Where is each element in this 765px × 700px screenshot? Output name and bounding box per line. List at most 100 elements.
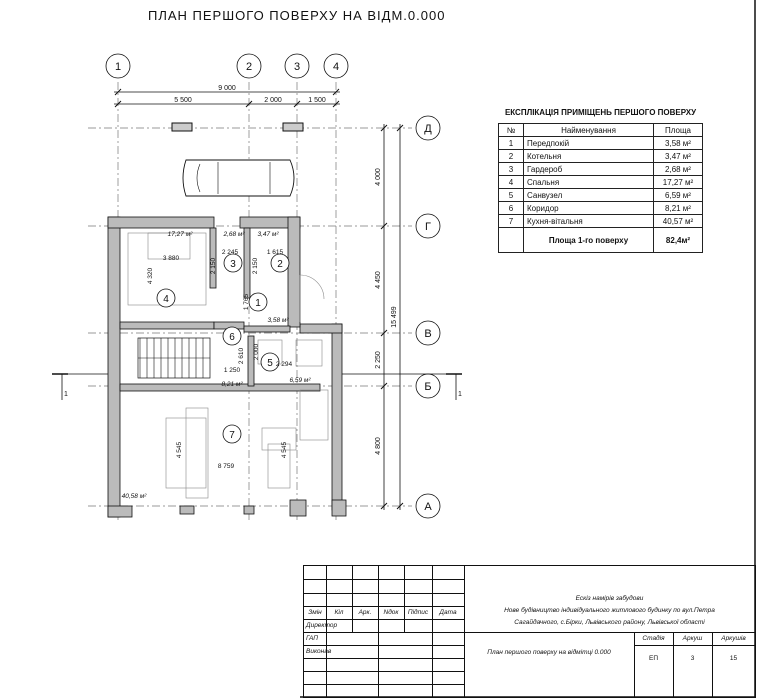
axis-label-horizontal: Б <box>424 381 431 393</box>
row-area: 2,68 м² <box>653 162 703 176</box>
role-performer: Виконав <box>306 648 332 655</box>
room-marker <box>270 253 290 273</box>
room-marker <box>222 424 242 444</box>
stage-label: Стадія <box>642 635 665 642</box>
inner-dimension: 2 245 <box>222 249 239 256</box>
inner-dimension: 2 610 <box>238 347 245 364</box>
row-name: Санвузел <box>523 188 654 202</box>
inner-dimension: 3 880 <box>163 255 180 262</box>
room-number: 1 <box>255 298 261 309</box>
col-header-sign: Підпис <box>407 609 429 616</box>
room-marker <box>248 292 268 312</box>
axis-label-vertical: 4 <box>333 61 339 73</box>
dim-top-part: 1 500 <box>308 97 326 104</box>
dim-top-part: 2 000 <box>264 97 282 104</box>
project-line-2: Нове будівництво індивідуального житлово… <box>504 606 715 614</box>
axis-label-vertical: 2 <box>246 61 252 73</box>
room-marker <box>222 326 242 346</box>
row-area: 3,47 м² <box>653 149 703 163</box>
sheet-label: Аркуш <box>682 635 703 642</box>
explication-table: ЕКСПЛІКАЦІЯ ПРИМІЩЕНЬ ПЕРШОГО ПОВЕРХУ № … <box>498 108 703 253</box>
row-name: Коридор <box>523 201 654 215</box>
col-header-changes: Змін <box>308 609 322 616</box>
dim-top-total: 9 000 <box>218 85 236 92</box>
section-mark-right: 1 <box>458 391 462 398</box>
row-name: Котельня <box>523 149 654 163</box>
row-area: 6,59 м² <box>653 188 703 202</box>
room-number: 7 <box>229 430 235 441</box>
role-gap: ГАП <box>306 635 318 642</box>
role-director: Директор <box>306 622 338 629</box>
page-title: ПЛАН ПЕРШОГО ПОВЕРХУ НА ВІДМ.0.000 <box>148 8 446 23</box>
inner-dimension: 4 320 <box>147 267 154 284</box>
col-header-sheet: Арк. <box>358 609 372 616</box>
header-area: Площа <box>653 123 703 137</box>
inner-dimension: 1 615 <box>267 249 284 256</box>
header-number: № <box>498 123 524 137</box>
room-number: 3 <box>230 259 236 270</box>
row-number: 4 <box>498 175 524 189</box>
dim-top-part: 5 500 <box>174 97 192 104</box>
car-icon <box>182 159 295 197</box>
room-number: 5 <box>267 358 273 369</box>
section-mark-left: 1 <box>64 391 68 398</box>
total-empty-cell <box>498 227 524 253</box>
inner-dimension: 8 759 <box>218 463 235 470</box>
explication-title: ЕКСПЛІКАЦІЯ ПРИМІЩЕНЬ ПЕРШОГО ПОВЕРХУ <box>504 108 697 117</box>
total-label: Площа 1-го поверху <box>523 227 654 253</box>
room-area: 8,21 м² <box>221 381 243 388</box>
inner-dimension: 2 294 <box>276 361 293 368</box>
inner-dimension: 1 765 <box>243 293 250 310</box>
col-header-doc: Nдок <box>383 609 399 616</box>
title-block: Змін Кіл Арк. Nдок Підпис Дата Директор … <box>303 565 756 698</box>
inner-dimension: 4 545 <box>176 441 183 458</box>
total-row: Площа 1-го поверху 82,4м² <box>498 227 703 253</box>
row-name: Спальня <box>523 175 654 189</box>
col-header-date: Дата <box>439 609 457 616</box>
row-number: 5 <box>498 188 524 202</box>
sheet-value: 3 <box>690 655 695 662</box>
stage-value: ЕП <box>648 655 658 662</box>
room-number: 4 <box>163 294 169 305</box>
project-line-3: Сагайдачного, с.Бірки, Львівського район… <box>514 618 705 626</box>
dim-right-part: 2 250 <box>375 351 382 369</box>
total-value: 82,4м² <box>653 227 703 253</box>
room-number: 6 <box>229 332 235 343</box>
inner-dimension: 4 545 <box>281 441 288 458</box>
axis-label-horizontal: Г <box>425 221 431 233</box>
row-name: Кухня-вітальня <box>523 214 654 228</box>
inner-dimension: 2 000 <box>253 343 260 360</box>
axis-label-horizontal: В <box>424 328 431 340</box>
axis-label-vertical: 1 <box>115 61 121 73</box>
row-area: 3,58 м² <box>653 136 703 150</box>
dim-right-part: 4 000 <box>375 168 382 186</box>
row-number: 1 <box>498 136 524 150</box>
room-number: 2 <box>277 259 283 270</box>
row-number: 3 <box>498 162 524 176</box>
dim-right-total: 15 499 <box>391 306 398 328</box>
sheet-title: План першого поверху на відмітці 0.000 <box>487 648 611 656</box>
row-area: 17,27 м² <box>653 175 703 189</box>
dim-right-part: 4 800 <box>375 437 382 455</box>
room-marker <box>223 253 243 273</box>
inner-dimension: 2 150 <box>252 257 259 274</box>
room-area: 6,59 м² <box>289 377 311 384</box>
sheets-label: Аркушів <box>721 635 746 642</box>
dim-right-part: 4 450 <box>375 271 382 289</box>
row-number: 7 <box>498 214 524 228</box>
room-marker <box>260 352 280 372</box>
axis-label-horizontal: А <box>424 501 432 513</box>
row-area: 8,21 м² <box>653 201 703 215</box>
sheets-value: 15 <box>729 655 738 662</box>
axis-label-vertical: 3 <box>294 61 300 73</box>
room-area: 3,58 м² <box>267 317 289 324</box>
header-name: Найменування <box>523 123 654 137</box>
